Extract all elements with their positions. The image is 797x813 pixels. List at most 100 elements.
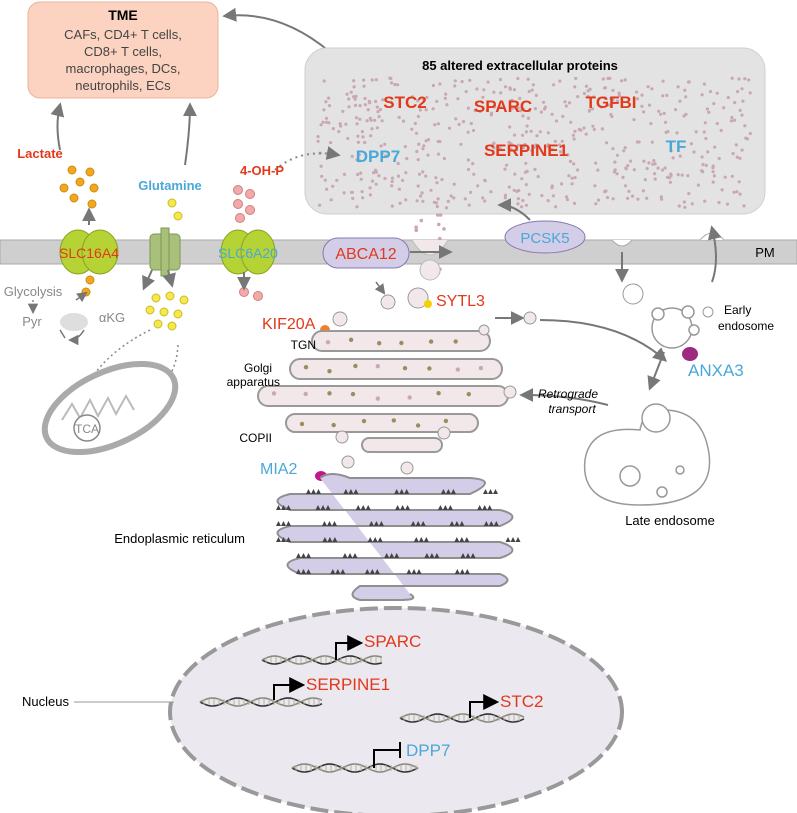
ecm-dot [551,194,556,198]
ecm-dot [503,167,507,171]
ecm-dot [444,92,448,96]
ecm-dot [453,79,457,83]
ecm-dot [436,139,440,144]
ribosome [348,489,354,494]
protein-serpine1: SERPINE1 [484,141,568,160]
ecm-dot [338,122,342,126]
secreted-dot [438,213,443,217]
ecm-dot [646,85,650,89]
ribosome [320,505,326,510]
ecm-dot [683,88,687,92]
ecm-dot [373,168,378,172]
ribosome [395,505,401,510]
transport-vesicle [523,311,537,325]
pyr-to-lactate-arrow [75,291,88,303]
ribosome [276,521,281,526]
ribosome [342,553,348,558]
ecm-dot [656,166,660,170]
ecm-dot [546,143,550,147]
ecm-dot [397,187,401,191]
ecm-dot [354,94,358,98]
late-endosome [583,403,711,506]
ecm-dot [422,98,426,102]
ribosome [454,537,460,542]
golgi-dot [303,391,308,397]
ecm-dot [383,176,387,181]
ecm-dot [498,77,503,82]
ribosome [416,569,422,574]
golgi-label-1: Golgi [244,361,272,375]
secreted-dot [437,222,441,227]
golgi-vesicle-top [332,311,348,327]
ecm-dot [361,196,365,200]
dna-strand [261,655,383,665]
recycling-arrow [707,225,722,283]
glutamine-transporter [149,227,181,277]
ecm-dot [529,129,533,133]
ecm-dot [499,105,503,109]
tme-line-1: CAFs, CD4+ T cells, [64,27,182,42]
sytl3-label: SYTL3 [436,293,485,310]
ecm-dot [524,130,529,134]
ecm-dot [617,91,621,95]
ecm-dot [668,176,672,180]
slc16a4-label: SLC16A4 [59,245,119,261]
ecm-dot [319,164,323,168]
ribosome [340,569,346,574]
ecm-dot [527,89,531,94]
ecm-dot [512,133,517,137]
ecm-dot [686,80,691,84]
ecm-dot [421,199,425,203]
ecm-dot [700,155,704,159]
ecm-dot [436,122,440,126]
ecm-dot [630,194,635,198]
ecm-dot [572,137,576,141]
ecm-dot [375,105,379,109]
ecm-dot [438,82,442,86]
ribosome [488,521,494,526]
ecm-dot [377,115,381,119]
ecm-dot [570,182,574,186]
golgi-dot [427,366,432,371]
mitochondrion: TCA [41,360,179,456]
pm-label: PM [755,245,775,260]
ecm-dot [584,132,588,136]
ecm-dot [492,146,496,150]
ecm-dot [663,120,668,124]
ecm-dot [717,200,721,205]
gene-dpp7: DPP7 [406,741,450,760]
ecm-dot [324,100,328,104]
golgi-dot [375,364,380,369]
ecm-dot [715,91,719,95]
ecm-dot [560,139,564,143]
ecm-dot [572,162,576,166]
ecm-dot [492,141,496,145]
ribosome [442,505,448,510]
ecm-dot [426,153,430,157]
ecm-dot [700,93,704,97]
pyr-arrow [59,329,66,339]
ecm-dot [425,95,429,99]
ecm-dot [344,122,348,126]
ecm-dot [356,140,360,144]
ecm-dot [632,118,636,122]
ecm-dot [515,148,519,152]
ecm-dot [636,197,640,201]
ecm-dot [359,177,363,181]
ecm-dot [596,198,601,202]
ribosome [343,489,349,494]
ecm-dot [378,108,383,112]
lactate-to-tme-arrow [50,102,65,151]
ecm-dot [733,101,737,105]
ecm-dot [518,96,522,100]
ecm-dot [525,124,529,128]
ecm-dot [680,173,684,177]
ribosome [410,521,416,526]
ecm-dot [353,103,358,107]
ecm-dot [357,153,361,157]
ecm-dot [361,135,365,139]
ecm-dot [700,169,704,173]
mia2-label: MIA2 [260,461,297,478]
ecm-dot [732,118,737,122]
